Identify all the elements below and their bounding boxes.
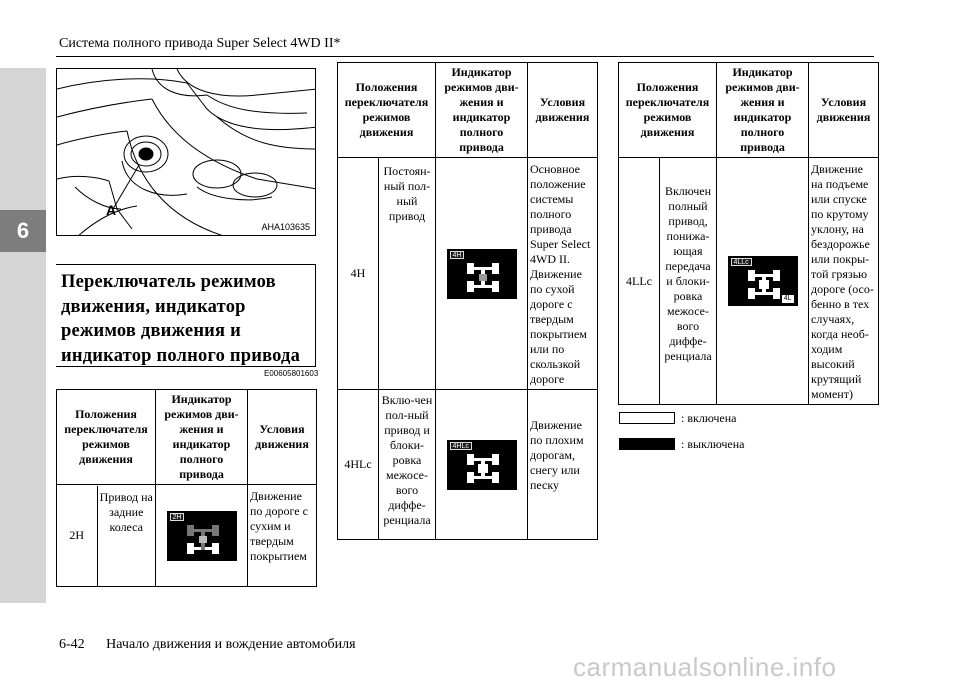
conditions-text: Основное положение системы полного приво…: [527, 157, 598, 390]
header-position: Положения переключателя режимов движения: [337, 62, 436, 158]
legend-off-label: : выключена: [681, 436, 745, 451]
legend: : включена : выключена: [619, 408, 745, 460]
mode-table-2: Положения переключателя режимов движения…: [337, 62, 598, 540]
header-indicator: Индикатор режимов дви-жения и индикатор …: [155, 389, 248, 485]
position-code: 2H: [57, 485, 98, 586]
console-illustration: A AHA103635: [56, 68, 316, 236]
position-code: 4LLc: [618, 157, 660, 405]
figure-code: AHA103635: [261, 222, 310, 232]
mode-table-3: Положения переключателя режимов движения…: [618, 62, 879, 405]
low-range-4wd-icon: 4LLc 4L: [727, 256, 798, 306]
header-position: Положения переключателя режимов движения: [618, 62, 717, 158]
legend-on-swatch: [619, 412, 675, 424]
section-heading-box: Переключатель режимов движения, индикато…: [56, 264, 316, 367]
legend-on-label: : включена: [681, 410, 737, 425]
console-drawing: [57, 69, 315, 235]
footer-title: Начало движения и вождение автомобиля: [106, 637, 356, 652]
section-heading: Переключатель режимов движения, индикато…: [61, 272, 301, 366]
header-conditions: Условия движения: [808, 62, 879, 158]
figure-callout: A: [106, 202, 117, 218]
drive-description: Привод на задние колеса: [99, 489, 153, 534]
conditions-text: Движение по дороге с сухим и твердым пок…: [247, 484, 317, 587]
table-row: 4HLc Вклю-чен пол-ный привод и блоки-ров…: [337, 389, 598, 540]
mode-table-1: Положения переключателя режимов движения…: [56, 389, 317, 587]
header-conditions: Условия движения: [527, 62, 598, 158]
indicator-label: 4LLc: [730, 258, 752, 266]
rear-wheel-drive-icon: 2H: [166, 510, 237, 561]
full-time-4wd-icon: 4H: [446, 248, 517, 299]
conditions-text: Движение по плохим дорогам, снегу или пе…: [527, 389, 598, 540]
header-position: Положения переключателя режимов движения: [56, 389, 156, 485]
drive-description: Вклю-чен пол-ный привод и блоки-ровка ме…: [378, 389, 436, 540]
chapter-tab: 6: [0, 210, 46, 252]
running-head: Система полного привода Super Select 4WD…: [59, 36, 341, 51]
header-indicator: Индикатор режимов дви-жения и индикатор …: [435, 62, 528, 158]
header-conditions: Условия движения: [247, 389, 317, 485]
position-split: 2H Привод на задние колеса: [57, 485, 155, 586]
side-band: [0, 68, 46, 603]
drive-description: Постоян-ный пол-ный привод: [378, 157, 436, 390]
legend-off-swatch: [619, 438, 675, 450]
position-code: 4H: [337, 157, 379, 390]
position-code: 4HLc: [337, 389, 379, 540]
legend-on: : включена: [619, 408, 745, 428]
table-row: 4H Постоян-ный пол-ный привод 4H Основно…: [337, 157, 598, 390]
drive-description: Включен полный привод, понижа-ющая перед…: [659, 157, 717, 405]
section-ref-code: E00605801603: [264, 369, 319, 378]
indicator-label: 4H: [449, 250, 465, 259]
locked-4wd-icon: 4HLc: [446, 439, 517, 490]
legend-off: : выключена: [619, 434, 745, 454]
table-row: 2H Привод на задние колеса 2H Движение п…: [56, 484, 317, 587]
drivetrain-glyph: [466, 262, 499, 292]
indicator-label: 2H: [169, 512, 185, 521]
conditions-text: Движение на подъеме или спуске по крутом…: [808, 157, 879, 405]
page-number: 6-42: [59, 637, 85, 652]
indicator-label: 4HLc: [449, 441, 472, 450]
page-footer: 6-42 Начало движения и вождение автомоби…: [59, 637, 356, 653]
header-rule: [56, 56, 874, 57]
table-row: 4LLc Включен полный привод, понижа-ющая …: [618, 157, 879, 405]
drivetrain-glyph: [186, 524, 219, 554]
drivetrain-glyph: [747, 270, 780, 299]
low-range-label: 4L: [781, 295, 794, 303]
drivetrain-glyph: [466, 453, 499, 483]
header-indicator: Индикатор режимов дви-жения и индикатор …: [716, 62, 809, 158]
watermark: carmanualsonline.info: [573, 652, 837, 682]
